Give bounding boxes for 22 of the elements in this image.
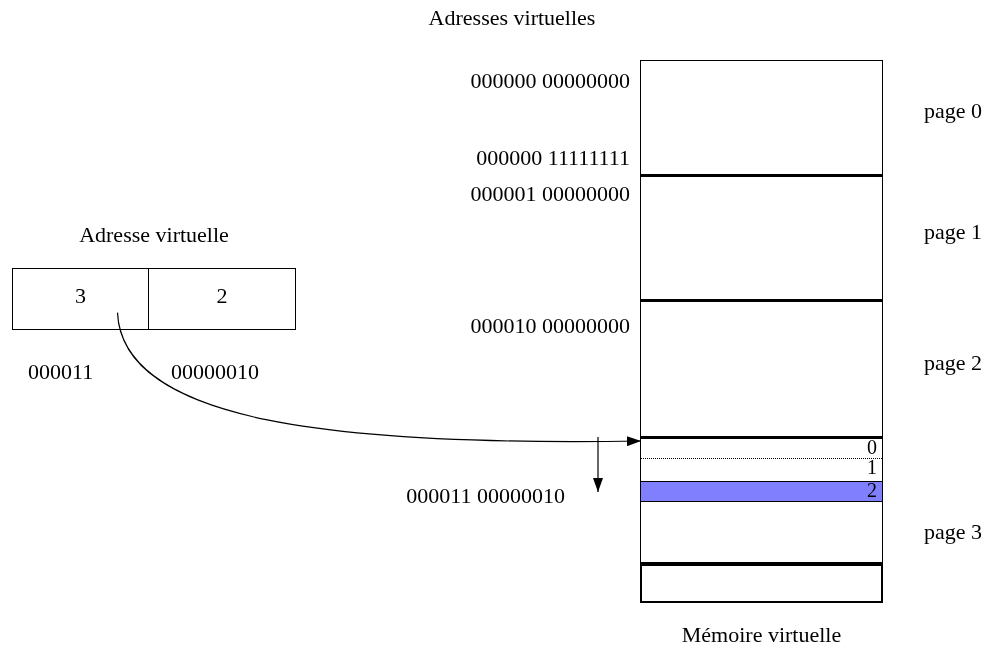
heading: Adresse virtuelle (78, 222, 230, 248)
page-label: page 2 (924, 349, 983, 376)
page-label: page 1 (924, 218, 983, 245)
column-title: Mémoire virtuelle (680, 622, 843, 648)
cell-value: 2 (215, 283, 229, 309)
cell-value: 3 (74, 283, 87, 309)
axis-heading: Adresses virtuelles (427, 5, 597, 31)
row-index: 0 (867, 437, 877, 457)
page-label: page 3 (924, 519, 983, 545)
address-label: 000001 00000000 (469, 181, 630, 207)
memory-row (641, 481, 882, 502)
arrow (116, 312, 642, 447)
page-label: page 0 (924, 98, 983, 124)
address-label: 000010 00000000 (469, 313, 630, 339)
address-label: 000000 00000000 (469, 68, 630, 94)
row-index: 2 (867, 480, 877, 500)
address-label: 000011 00000010 (405, 483, 565, 509)
address-label: 000000 11111111 (475, 145, 630, 171)
row-index: 1 (867, 457, 877, 477)
bit-label: 00000010 (171, 359, 259, 385)
memory-block (641, 565, 882, 602)
bit-label: 000011 (28, 359, 94, 385)
